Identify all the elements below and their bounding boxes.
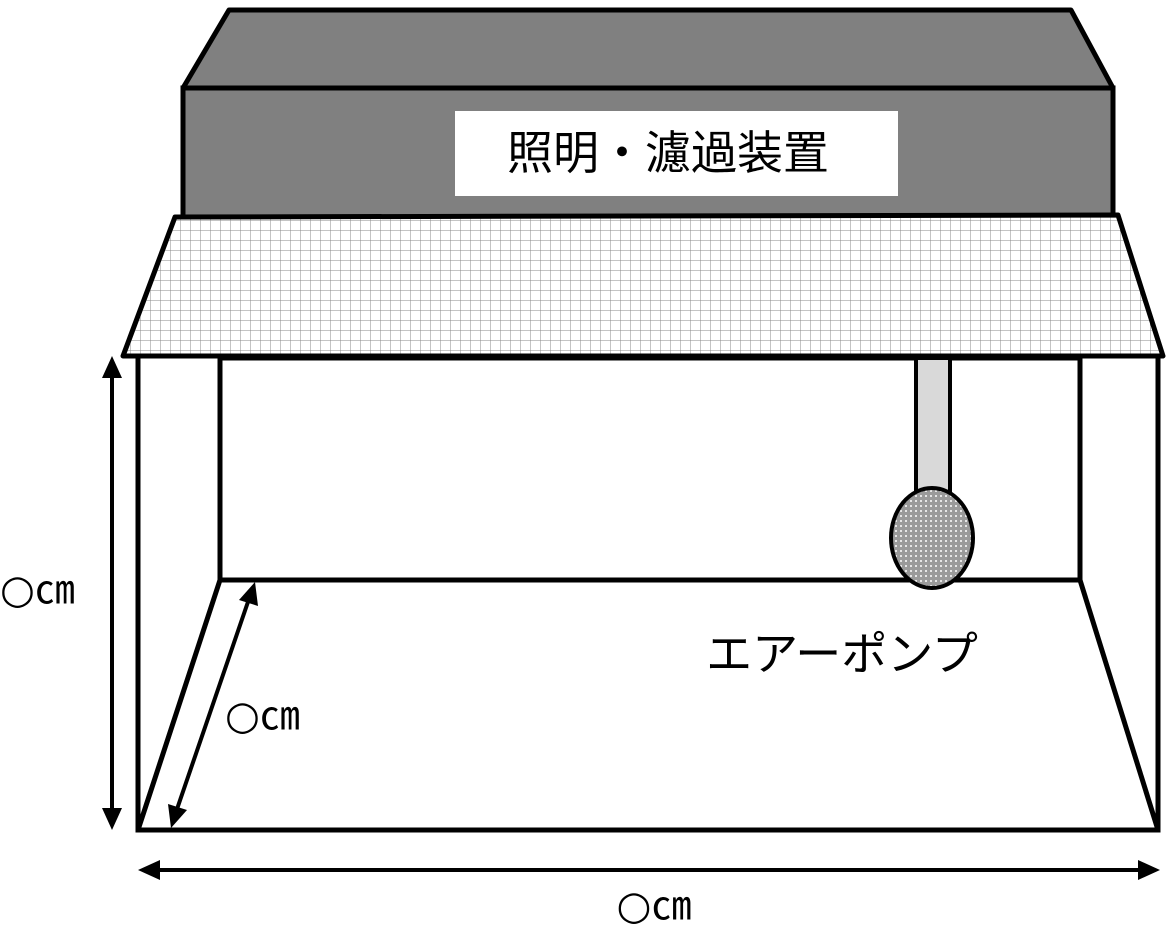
depth-arrow-head-top (239, 582, 258, 606)
width-dimension: ○㎝ (138, 860, 1160, 928)
mesh-lid (120, 212, 1166, 359)
depth-arrow-head-bottom (168, 804, 187, 828)
light-filter-top-face (180, 7, 1116, 91)
width-label: ○㎝ (617, 883, 692, 928)
light-filter-label: 照明・濾過装置 (507, 126, 829, 180)
air-stone (889, 486, 975, 590)
tank-floor-left-edge (135, 579, 223, 831)
depth-dimension: ○㎝ (168, 582, 300, 828)
width-arrow-head-right (1138, 860, 1160, 880)
width-arrow-head-left (138, 860, 160, 880)
depth-arrow-line (174, 595, 252, 813)
light-filter-label-box (455, 111, 898, 196)
height-dimension: ○㎝ (0, 356, 122, 830)
depth-label: ○㎝ (225, 693, 300, 739)
tank (135, 355, 1161, 833)
height-arrow-head-top (102, 356, 122, 378)
air-pump-equipment (889, 356, 975, 590)
tank-front-outline (135, 358, 1161, 833)
tank-back-wall (217, 355, 1083, 583)
tank-floor-right-edge (1077, 579, 1161, 831)
height-arrow-head-bottom (102, 808, 122, 830)
height-label: ○㎝ (0, 567, 75, 613)
light-filter-unit: 照明・濾過装置 (180, 7, 1116, 221)
air-pump-label: エアーポンプ (706, 627, 978, 681)
air-tube (914, 356, 952, 500)
